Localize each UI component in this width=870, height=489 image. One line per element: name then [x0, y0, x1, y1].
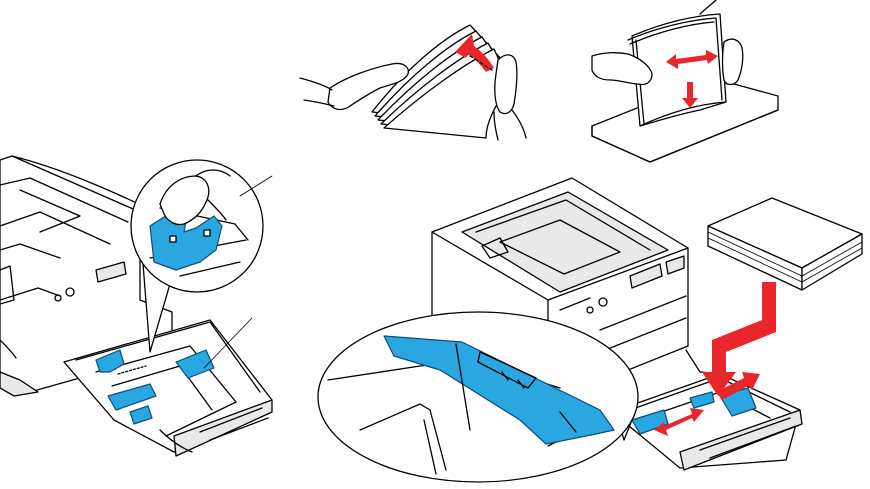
load-paper-panel [318, 178, 862, 482]
align-stack-panel [592, 0, 778, 162]
paper-ream-icon [708, 198, 862, 290]
magnified-guide-ellipse [318, 312, 638, 482]
load-down-arrow-icon [702, 282, 776, 396]
adjust-guides-panel [0, 156, 272, 456]
paper-tray-right [612, 350, 802, 470]
fan-paper-panel [300, 25, 526, 140]
right-hand-icon [494, 55, 526, 140]
